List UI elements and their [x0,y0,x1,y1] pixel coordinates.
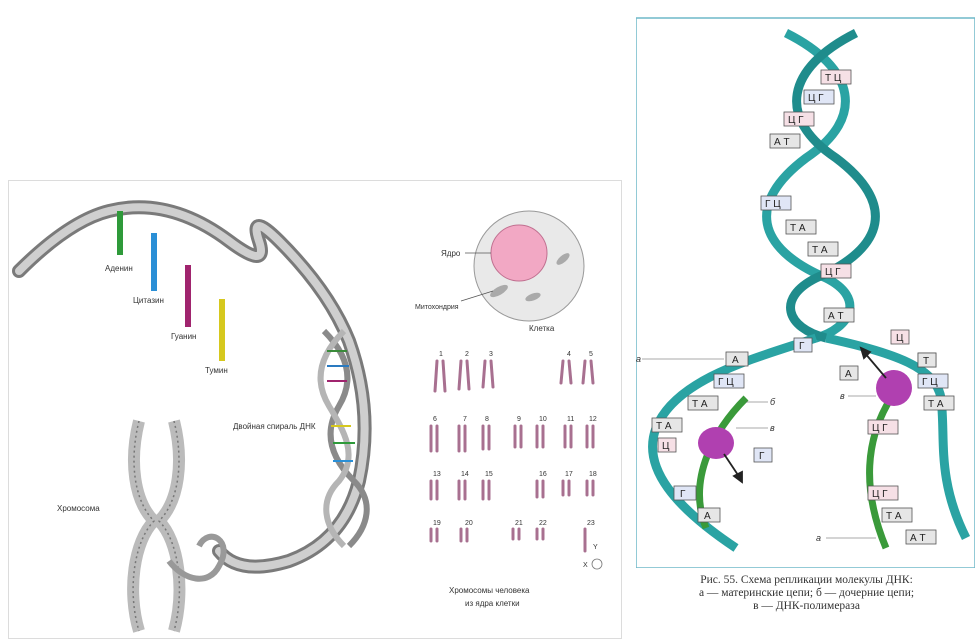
guanine-label: Гуанин [171,332,196,341]
svg-text:Ц Г: Ц Г [808,93,824,104]
adenine-bar [117,211,123,255]
svg-text:Г: Г [799,341,805,352]
svg-text:Ц Г: Ц Г [872,423,888,434]
svg-text:7: 7 [463,416,467,423]
chromosome-drawing [133,421,224,631]
svg-text:18: 18 [589,471,597,478]
svg-text:Т А: Т А [692,399,708,410]
guanine-bar [185,265,191,327]
dna-chromosome-illustration: Аденин Цитазин Гуанин Тумин Двойная спир… [8,180,622,639]
svg-text:17: 17 [565,471,573,478]
svg-text:1: 1 [439,351,443,358]
dna-label: Двойная спираль ДНК [233,422,316,431]
svg-text:А Т: А Т [910,533,926,544]
caption-line-3: в — ДНК-полимераза [638,600,975,613]
svg-text:Г Ц: Г Ц [765,199,781,210]
nucleus-label: Ядро [441,249,461,258]
thymine-bar [219,299,225,361]
svg-text:Y: Y [593,544,598,551]
svg-text:Г Ц: Г Ц [922,377,938,388]
svg-text:Т: Т [923,356,929,367]
svg-text:19: 19 [433,520,441,527]
svg-text:Т Ц: Т Ц [825,73,842,84]
svg-text:Г: Г [680,489,686,500]
caption-line-2: а — материнские цепи; б — дочерние цепи; [638,587,975,600]
svg-text:2: 2 [465,351,469,358]
svg-text:23: 23 [587,520,595,527]
svg-text:4: 4 [567,351,571,358]
cell-drawing [461,211,584,321]
svg-text:9: 9 [517,416,521,423]
svg-text:15: 15 [485,471,493,478]
svg-text:22: 22 [539,520,547,527]
svg-text:Г Ц: Г Ц [718,377,734,388]
karyotype-caption-1: Хромосомы человека [449,586,530,595]
svg-text:Т А: Т А [812,245,828,256]
svg-text:10: 10 [539,416,547,423]
karyotype-caption-2: из ядра клетки [465,599,520,608]
svg-text:11: 11 [567,416,574,423]
svg-text:13: 13 [433,471,441,478]
left-diagram-svg: Аденин Цитазин Гуанин Тумин Двойная спир… [9,181,621,638]
adenine-label: Аденин [105,264,133,273]
svg-text:6: 6 [433,416,437,423]
cytosine-label: Цитазин [133,296,164,305]
svg-text:X: X [583,562,588,569]
svg-text:12: 12 [589,416,597,423]
svg-text:А: А [704,511,711,522]
svg-text:5: 5 [589,351,593,358]
chromosome-label: Хромосома [57,504,100,513]
svg-text:16: 16 [539,471,547,478]
svg-text:3: 3 [489,351,493,358]
svg-text:в: в [770,423,775,433]
svg-text:А: А [732,355,739,366]
svg-text:Ц Г: Ц Г [872,489,888,500]
svg-text:а: а [816,533,821,543]
svg-text:Ц: Ц [662,441,670,452]
svg-text:Г: Г [759,451,765,462]
dna-polymerase-left [698,427,734,459]
svg-text:в: в [840,391,845,401]
x-chromosome-marker [592,559,602,569]
svg-text:а: а [636,354,641,364]
cytosine-bar [151,233,157,291]
svg-text:Ц Г: Ц Г [788,115,804,126]
svg-text:Т А: Т А [886,511,902,522]
svg-text:Т А: Т А [656,421,672,432]
caption-line-1: Рис. 55. Схема репликации молекулы ДНК: [638,574,975,587]
cell-label: Клетка [529,324,555,333]
svg-text:14: 14 [461,471,469,478]
svg-text:Т А: Т А [928,399,944,410]
karyotype: 1 2 3 4 5 6 7 8 9 10 11 12 13 14 15 16 1… [433,351,598,569]
figure-caption: Рис. 55. Схема репликации молекулы ДНК: … [638,574,975,613]
svg-text:Ц: Ц [896,333,904,344]
svg-text:А: А [845,369,852,380]
nucleus [491,225,547,281]
svg-text:Ц Г: Ц Г [825,267,841,278]
svg-text:8: 8 [485,416,489,423]
svg-text:21: 21 [515,520,523,527]
svg-text:Т А: Т А [790,223,806,234]
svg-text:А Т: А Т [828,311,844,322]
mitochondria-label: Митохондрия [415,304,459,311]
svg-text:20: 20 [465,520,473,527]
thymine-label: Тумин [205,366,228,375]
dna-polymerase-right [876,370,912,406]
dna-replication-figure: Т Ц Ц Г Ц Г А Т Г Ц Т А Т А Ц Г А Т Г Ц … [636,8,975,637]
chromosome-pairs [431,361,593,551]
svg-text:А Т: А Т [774,137,790,148]
replication-diagram-svg: Т Ц Ц Г Ц Г А Т Г Ц Т А Т А Ц Г А Т Г Ц … [636,8,975,568]
